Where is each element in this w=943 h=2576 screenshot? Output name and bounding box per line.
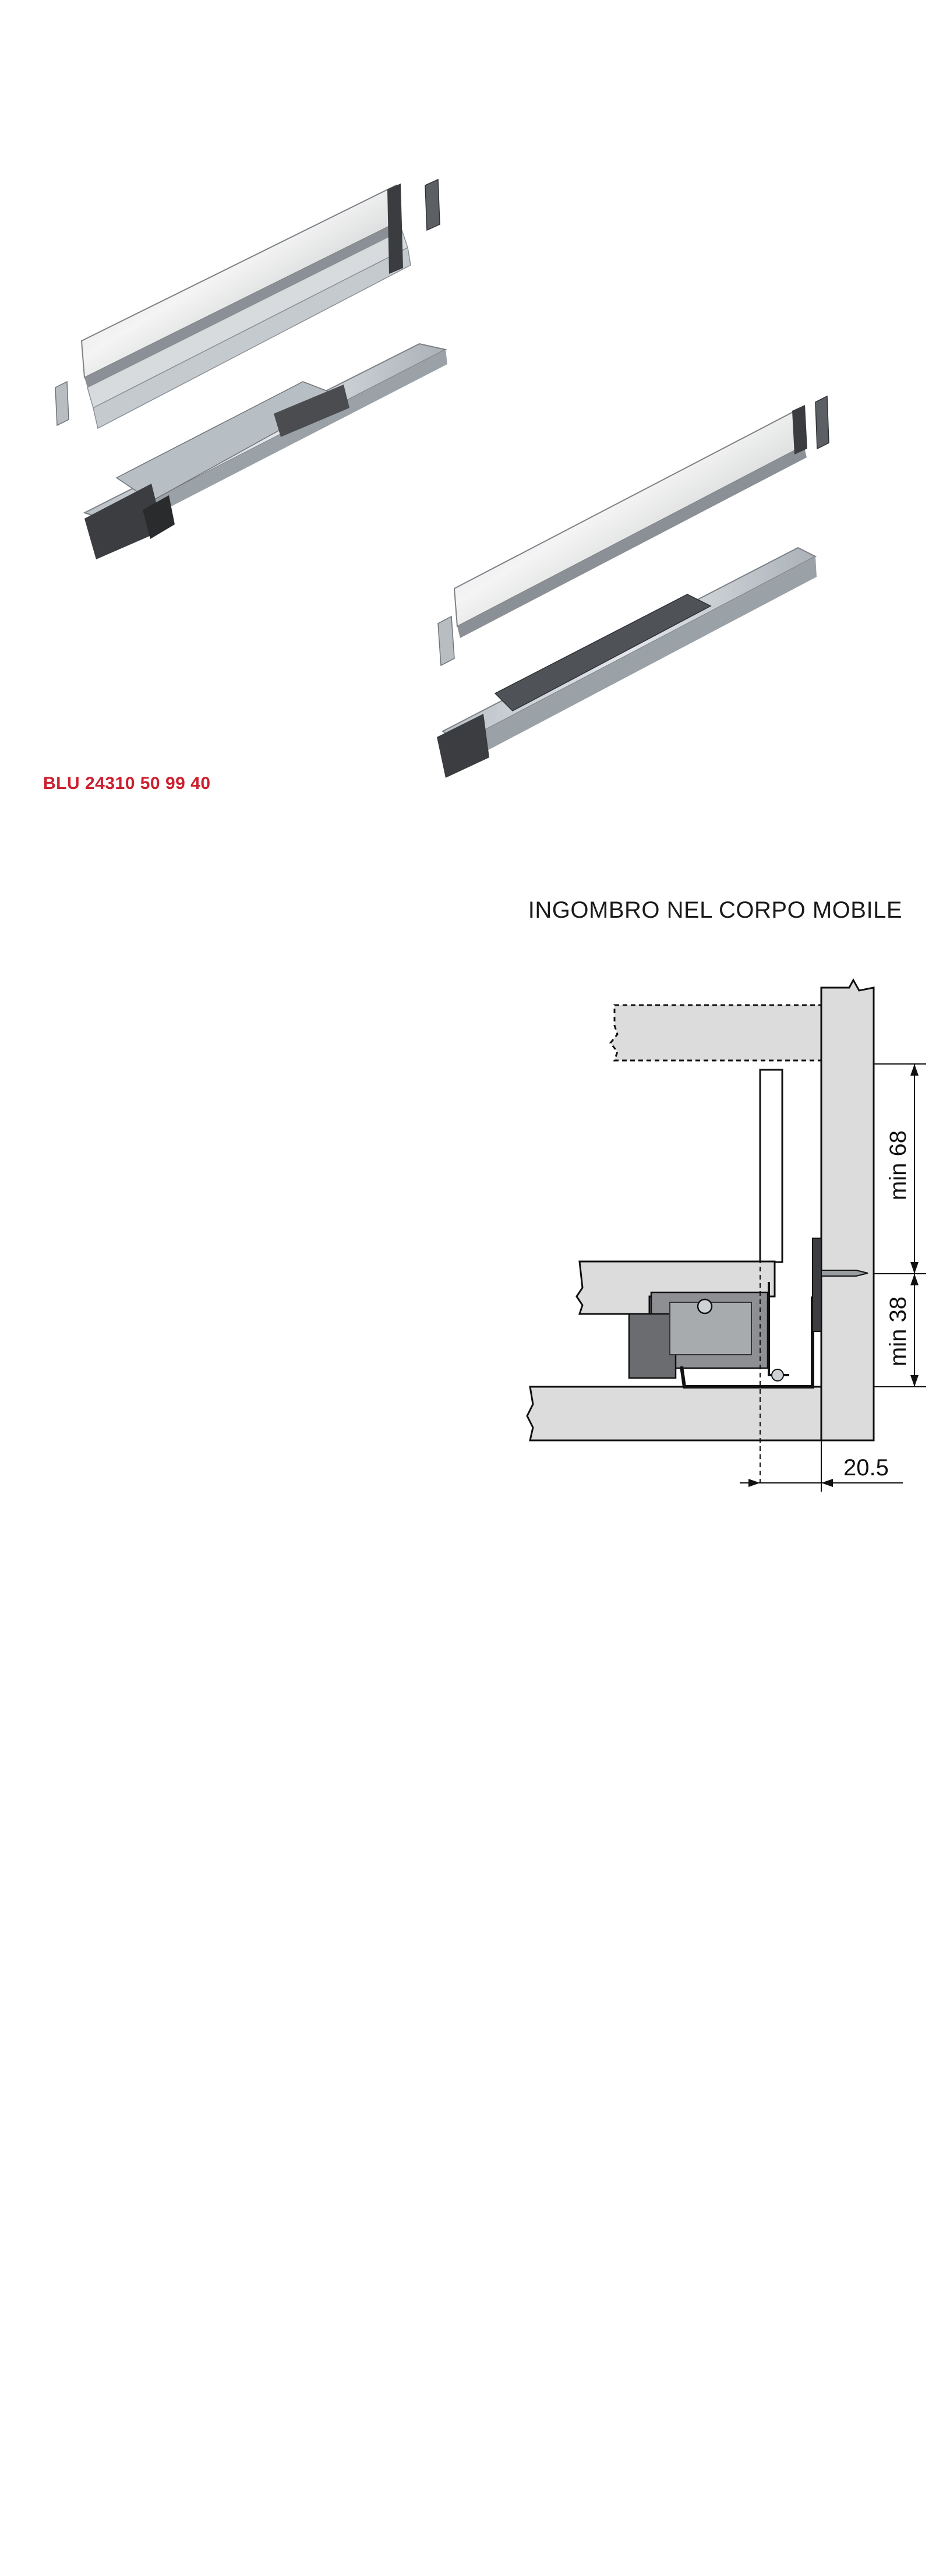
vertical-dimension bbox=[874, 1063, 926, 1387]
cabinet-side-panel bbox=[820, 978, 875, 1442]
dimension-min-upper: min 68 bbox=[885, 1130, 911, 1200]
adjustment-screw-icon bbox=[697, 1298, 713, 1315]
rear-bracket-left bbox=[425, 178, 440, 231]
installation-section-diagram: min 68 min 38 20.5 bbox=[526, 978, 926, 1492]
mounting-plate bbox=[812, 1238, 868, 1332]
drawer-side-panel-left bbox=[80, 184, 411, 429]
front-bracket-left bbox=[55, 380, 69, 427]
dimension-min-lower: min 38 bbox=[885, 1296, 911, 1366]
runner-mechanism bbox=[628, 1282, 814, 1389]
dimension-offset: 20.5 bbox=[843, 1455, 889, 1481]
horizontal-dimension bbox=[740, 1440, 903, 1492]
drawer-bottom-panel bbox=[575, 1260, 776, 1315]
product-illustration bbox=[55, 178, 829, 778]
section-title: INGOMBRO NEL CORPO MOBILE bbox=[528, 897, 902, 923]
drawer-side-profile bbox=[759, 1069, 783, 1263]
front-bracket-right bbox=[437, 615, 455, 667]
drawer-side-panel-right bbox=[453, 405, 807, 638]
runner-left bbox=[83, 343, 447, 559]
runner-right bbox=[437, 547, 817, 778]
cabinet-bottom-panel bbox=[526, 1386, 822, 1442]
rear-bracket-right bbox=[815, 395, 829, 450]
product-code: BLU 24310 50 99 40 bbox=[43, 774, 211, 793]
upper-drawer-outline bbox=[609, 1004, 822, 1062]
